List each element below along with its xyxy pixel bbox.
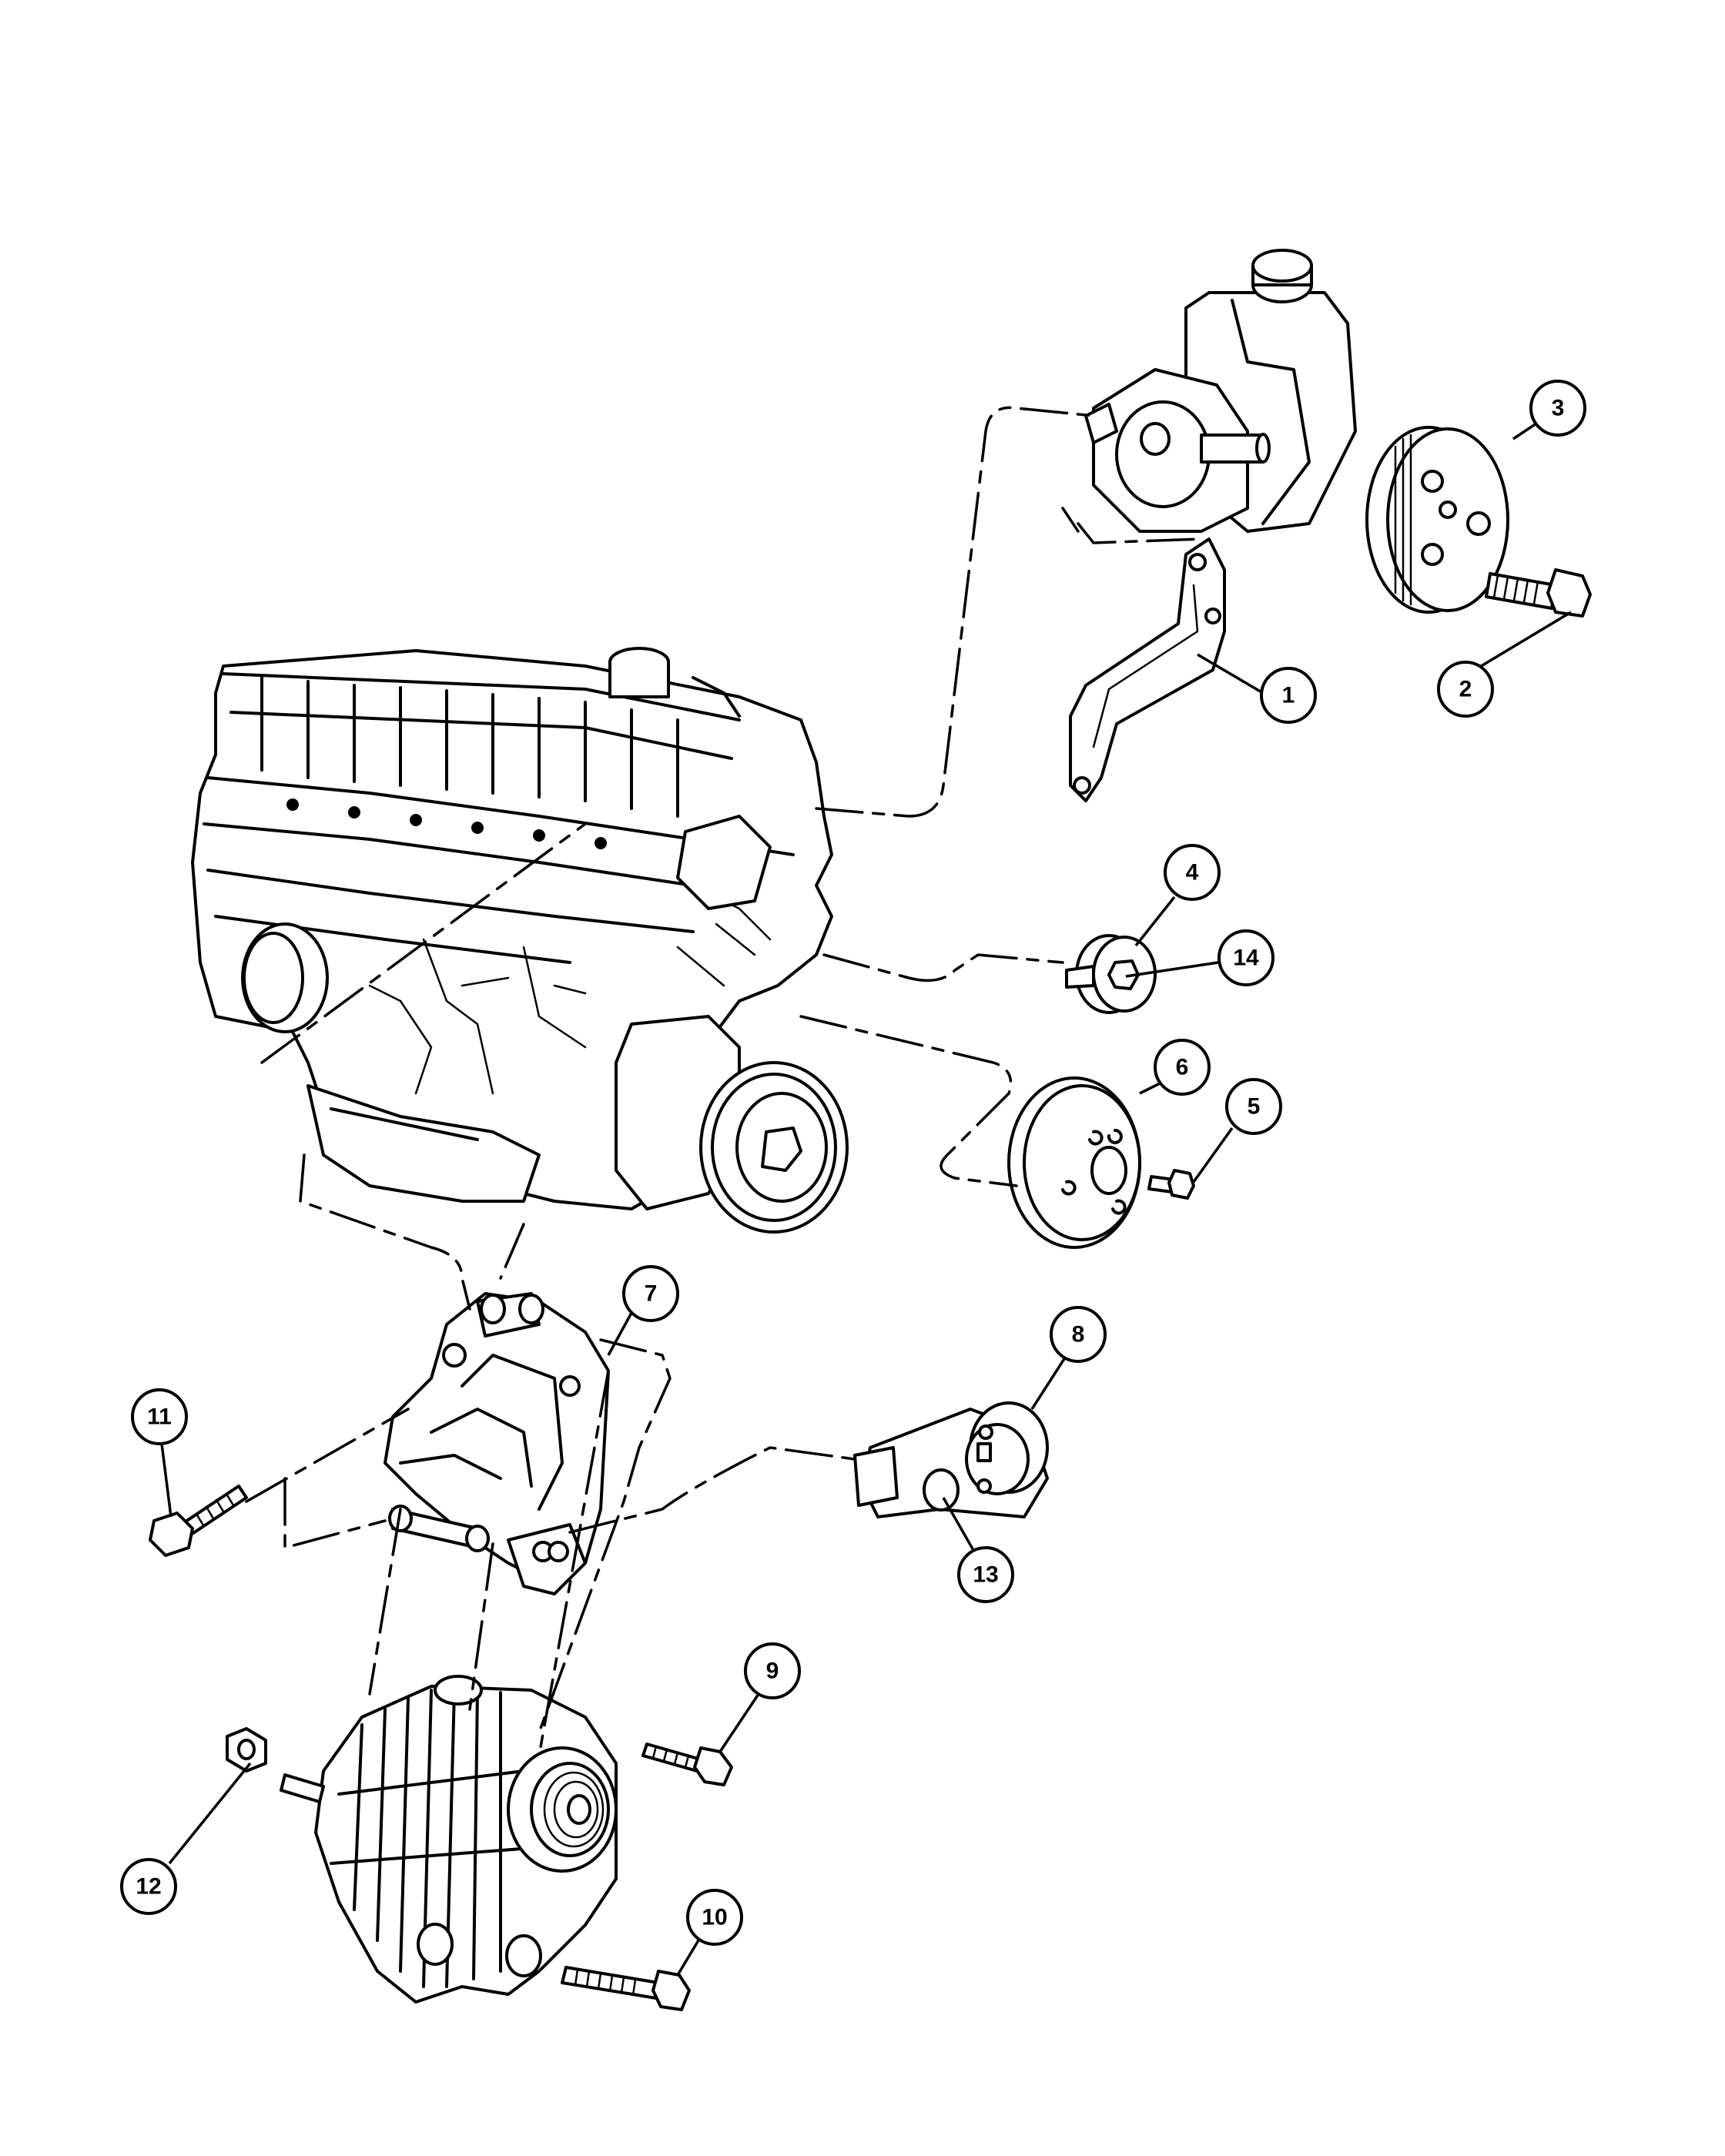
callout-5: 5 bbox=[1192, 1078, 1282, 1183]
callout-12: 12 bbox=[120, 1762, 252, 1915]
callout-9: 9 bbox=[718, 1642, 801, 1753]
alternator-bracket bbox=[384, 1292, 610, 1595]
callout-11-label: 11 bbox=[147, 1404, 172, 1430]
callout-1: 1 bbox=[1197, 653, 1317, 724]
callout-13-label: 13 bbox=[973, 1562, 998, 1588]
alternator-nut bbox=[226, 1727, 267, 1773]
callout-4: 4 bbox=[1134, 844, 1221, 947]
callout-1-label: 1 bbox=[1282, 683, 1295, 708]
crank-damper bbox=[1007, 1076, 1141, 1249]
callout-7: 7 bbox=[607, 1265, 679, 1356]
callout-4-label: 4 bbox=[1186, 860, 1199, 886]
callout-14: 14 bbox=[1125, 929, 1274, 986]
alternator-bolt-lower bbox=[561, 1966, 691, 2011]
pump-pulley bbox=[1365, 426, 1509, 614]
alternator bbox=[280, 1675, 618, 2004]
callout-10: 10 bbox=[676, 1889, 743, 1976]
callout-10-label: 10 bbox=[702, 1905, 727, 1930]
callout-8: 8 bbox=[1030, 1306, 1107, 1410]
callout-12-label: 12 bbox=[136, 1874, 161, 1900]
alternator-bolt-upper bbox=[641, 1743, 733, 1786]
callout-8-label: 8 bbox=[1072, 1322, 1085, 1348]
callout-13: 13 bbox=[942, 1497, 1014, 1603]
callout-14-label: 14 bbox=[1233, 946, 1259, 971]
engine-illustration bbox=[191, 647, 849, 1234]
assembly-leader-lines bbox=[245, 406, 1203, 1757]
callout-2: 2 bbox=[1437, 611, 1572, 718]
callout-11: 11 bbox=[131, 1388, 188, 1518]
callout-2-label: 2 bbox=[1459, 677, 1472, 702]
callouts: 1 2 3 4 5 6 7 bbox=[120, 380, 1586, 1976]
belt-tensioner bbox=[853, 1401, 1049, 1518]
power-steering-pump bbox=[1084, 249, 1357, 533]
callout-6: 6 bbox=[1139, 1039, 1211, 1096]
callout-9-label: 9 bbox=[766, 1659, 779, 1684]
callout-5-label: 5 bbox=[1248, 1094, 1261, 1120]
callout-3: 3 bbox=[1512, 380, 1586, 440]
damper-bolt bbox=[1147, 1169, 1195, 1200]
callout-7-label: 7 bbox=[645, 1281, 658, 1307]
pulley-bolt bbox=[1485, 568, 1592, 618]
callout-3-label: 3 bbox=[1552, 396, 1565, 421]
callout-6-label: 6 bbox=[1176, 1055, 1189, 1080]
idler-pulley bbox=[1065, 934, 1157, 1014]
bracket-bolt bbox=[149, 1485, 248, 1557]
pump-bracket bbox=[1069, 537, 1226, 802]
